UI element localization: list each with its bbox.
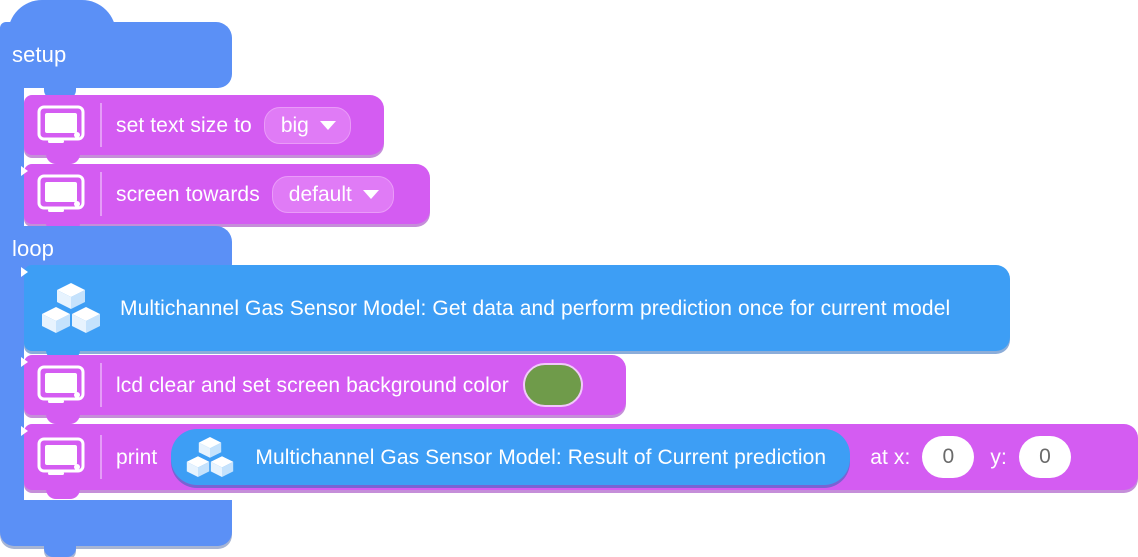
gas-sensor-predict-label: Multichannel Gas Sensor Model: Get data … <box>120 296 951 320</box>
cubes-icon <box>185 434 235 480</box>
setup-label: setup <box>12 42 67 67</box>
set-text-size-label: set text size to <box>116 113 252 137</box>
reporter-label: Multichannel Gas Sensor Model: Result of… <box>255 445 827 469</box>
block-gas-sensor-predict[interactable]: Multichannel Gas Sensor Model: Get data … <box>21 265 1010 360</box>
icon-divider <box>100 363 102 407</box>
screen-towards-label: screen towards <box>116 182 260 206</box>
icon-divider <box>100 435 102 479</box>
reporter-gas-sensor-result[interactable]: Multichannel Gas Sensor Model: Result of… <box>171 429 851 485</box>
left-marker-icon <box>21 267 28 277</box>
bottom-notch <box>46 489 80 499</box>
monitor-icon <box>34 435 88 479</box>
loop-spine <box>0 278 24 500</box>
print-y-input[interactable]: 0 <box>1018 436 1071 478</box>
setup-block[interactable]: setup <box>0 0 232 256</box>
screen-towards-value: default <box>288 182 352 206</box>
icon-divider <box>100 172 102 216</box>
print-label: print <box>116 445 158 469</box>
bottom-notch <box>46 414 80 424</box>
screen-towards-dropdown[interactable]: default <box>271 175 394 213</box>
print-y-label: y: <box>990 445 1007 469</box>
chevron-down-icon <box>319 120 336 130</box>
icon-divider <box>100 103 102 147</box>
left-marker-icon <box>21 357 28 367</box>
setup-inner-notch <box>44 88 76 99</box>
cubes-icon <box>40 280 102 336</box>
loop-foot[interactable] <box>0 500 232 546</box>
bottom-notch <box>46 154 80 164</box>
loop-bottom-notch <box>44 546 76 557</box>
block-print[interactable]: print Multichannel Gas Sensor Model: Res… <box>21 424 1138 499</box>
loop-label: loop <box>12 236 54 261</box>
lcd-clear-label: lcd clear and set screen background colo… <box>116 373 509 397</box>
print-x-input[interactable]: 0 <box>922 436 975 478</box>
left-marker-icon <box>21 426 28 436</box>
print-x-label: at x: <box>870 445 911 469</box>
background-color-swatch[interactable] <box>522 363 583 407</box>
block-screen-towards[interactable]: screen towards default <box>21 164 430 233</box>
setup-head[interactable]: setup <box>0 22 232 88</box>
monitor-icon <box>34 103 88 147</box>
monitor-icon <box>34 172 88 216</box>
monitor-icon <box>34 363 88 407</box>
left-marker-icon <box>21 166 28 176</box>
block-lcd-clear-bg-color[interactable]: lcd clear and set screen background colo… <box>21 355 626 424</box>
setup-spine <box>0 88 24 230</box>
block-set-text-size[interactable]: set text size to big <box>24 95 384 164</box>
text-size-dropdown[interactable]: big <box>263 106 351 144</box>
chevron-down-icon <box>362 189 379 199</box>
text-size-value: big <box>280 113 309 137</box>
